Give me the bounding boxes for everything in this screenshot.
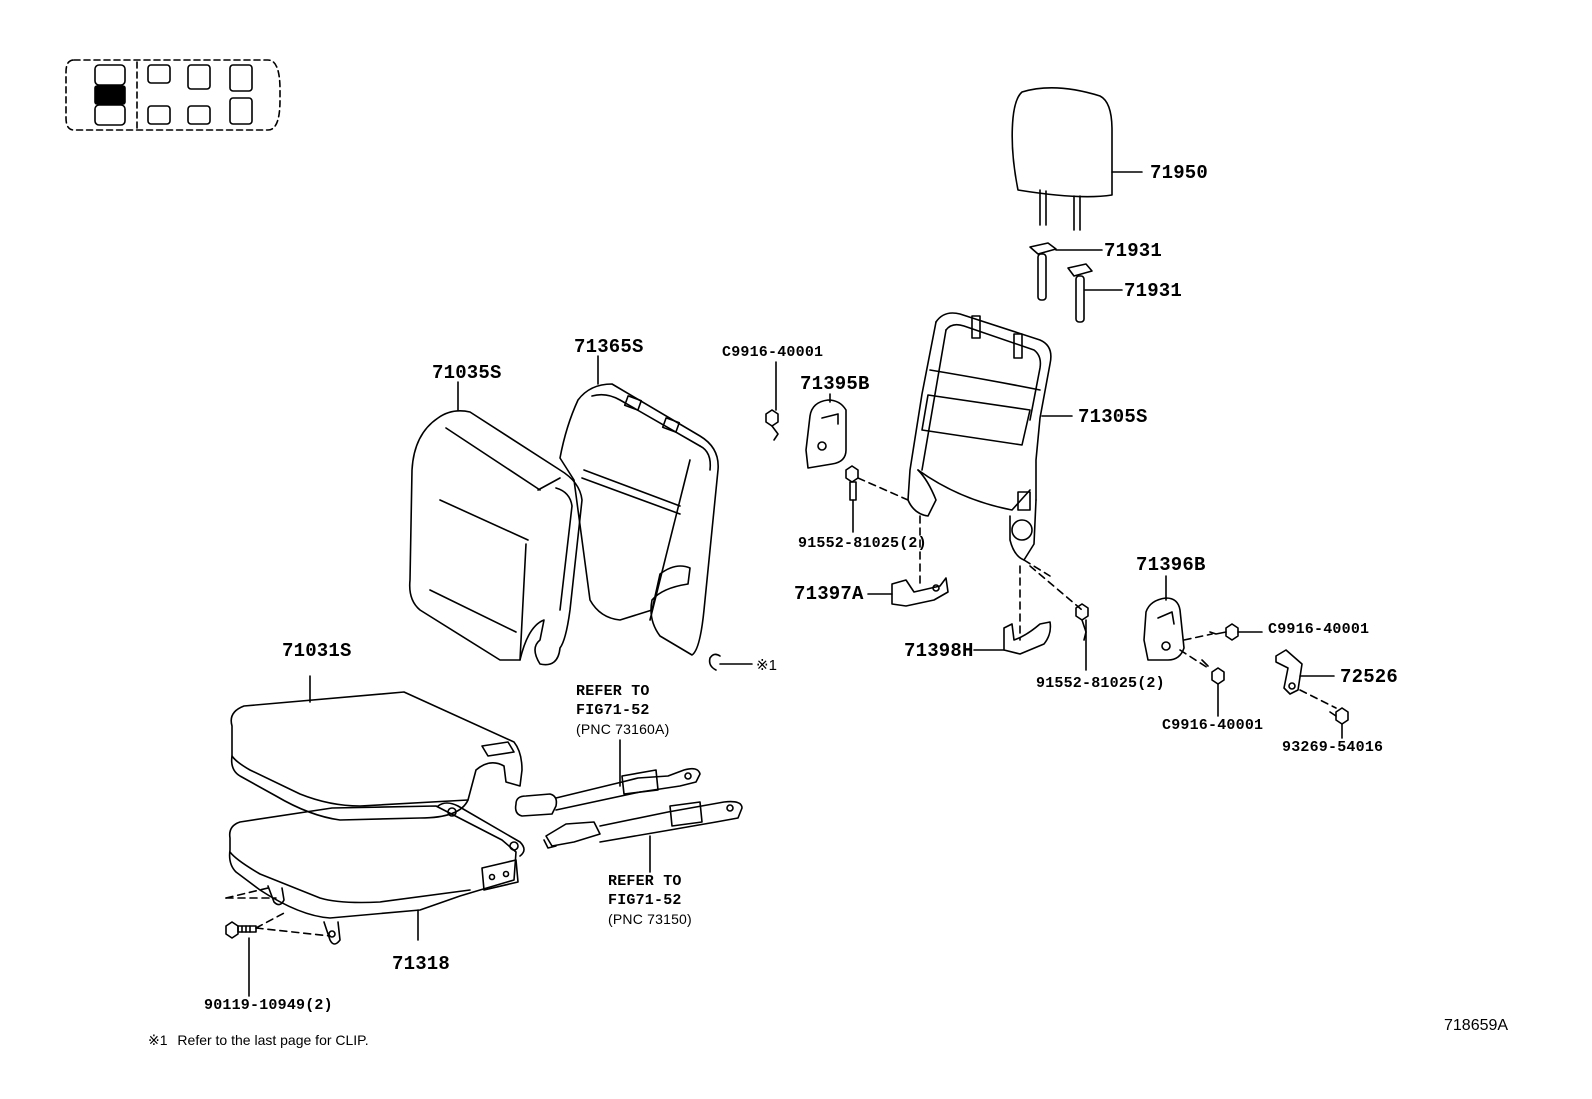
refer-to-pnc: (PNC 73160A)	[576, 721, 670, 737]
diagram-code: 718659A	[1444, 1017, 1509, 1034]
part-label-91552-81025-lower[interactable]: 91552-81025(2)	[1036, 675, 1165, 692]
part-label-71305s[interactable]: 71305S	[1078, 406, 1148, 428]
refer-to-line2: FIG71-52	[576, 702, 650, 719]
bolt-91552b-drawing	[1075, 603, 1089, 671]
part-label-71395b[interactable]: 71395B	[800, 373, 870, 395]
screw-c9916b-drawing	[1209, 623, 1263, 641]
screw-c9916c-drawing	[1201, 659, 1225, 717]
refer-to-line1: REFER TO	[576, 683, 650, 700]
part-label-71365s[interactable]: 71365S	[574, 336, 644, 358]
seat-location-key	[65, 59, 281, 131]
bolt-91552a-drawing	[845, 465, 859, 533]
frame-dashed	[857, 477, 1083, 641]
seat-belt-drawing	[514, 739, 743, 873]
part-label-71950[interactable]: 71950	[1150, 162, 1209, 184]
footnote-text: Refer to the last page for CLIP.	[177, 1032, 369, 1048]
seat-frame-drawing	[907, 312, 1073, 561]
cover-71398h-drawing	[973, 621, 1052, 655]
part-label-71318[interactable]: 71318	[392, 953, 451, 975]
part-label-93269-54016[interactable]: 93269-54016	[1282, 739, 1384, 756]
headrest-drawing	[1011, 87, 1143, 231]
cushion-frame-drawing	[228, 802, 525, 945]
clip-reference-drawing	[708, 653, 753, 671]
part-label-c9916-40001-bottom[interactable]: C9916-40001	[1162, 717, 1264, 734]
part-label-71035s[interactable]: 71035S	[432, 362, 502, 384]
refer-to-pnc: (PNC 73150)	[608, 911, 692, 927]
bolt-90119-drawing	[225, 921, 257, 997]
cover-dashed	[1179, 633, 1337, 709]
cover-71396b-drawing	[1143, 575, 1185, 661]
headrest-support-drawing	[1029, 242, 1123, 323]
part-label-71396b[interactable]: 71396B	[1136, 554, 1206, 576]
part-label-71398h[interactable]: 71398H	[904, 640, 974, 662]
part-label-71031s[interactable]: 71031S	[282, 640, 352, 662]
part-label-91552-81025-upper[interactable]: 91552-81025(2)	[798, 535, 927, 552]
cushion-frame-dashed	[225, 887, 331, 937]
seat-back-cover-drawing	[559, 355, 719, 656]
footnote: ※1 Refer to the last page for CLIP.	[148, 1032, 369, 1049]
part-label-71397a[interactable]: 71397A	[794, 583, 864, 605]
part-label-71931-lower[interactable]: 71931	[1124, 280, 1183, 302]
cover-71397a-drawing	[867, 577, 949, 607]
part-label-c9916-40001-right[interactable]: C9916-40001	[1268, 621, 1370, 638]
part-label-c9916-40001-top[interactable]: C9916-40001	[722, 344, 824, 361]
seat-back-pad-drawing	[408, 381, 583, 666]
seat-cushion-drawing	[230, 675, 523, 821]
refer-to-line1: REFER TO	[608, 873, 682, 890]
part-label-71931-upper[interactable]: 71931	[1104, 240, 1163, 262]
refer-to-line2: FIG71-52	[608, 892, 682, 909]
clip-mark: ※1	[756, 657, 777, 674]
refer-to-fig-upper[interactable]: REFER TO FIG71-52 (PNC 73160A)	[576, 682, 669, 739]
part-label-90119-10949[interactable]: 90119-10949(2)	[204, 997, 333, 1014]
cover-71395b-drawing	[765, 361, 847, 469]
part-label-72526[interactable]: 72526	[1340, 666, 1399, 688]
bolt-93269-drawing	[1329, 707, 1349, 739]
bracket-72526-drawing	[1275, 649, 1335, 695]
refer-to-fig-lower[interactable]: REFER TO FIG71-52 (PNC 73150)	[608, 872, 692, 929]
footnote-mark: ※1	[148, 1032, 168, 1048]
